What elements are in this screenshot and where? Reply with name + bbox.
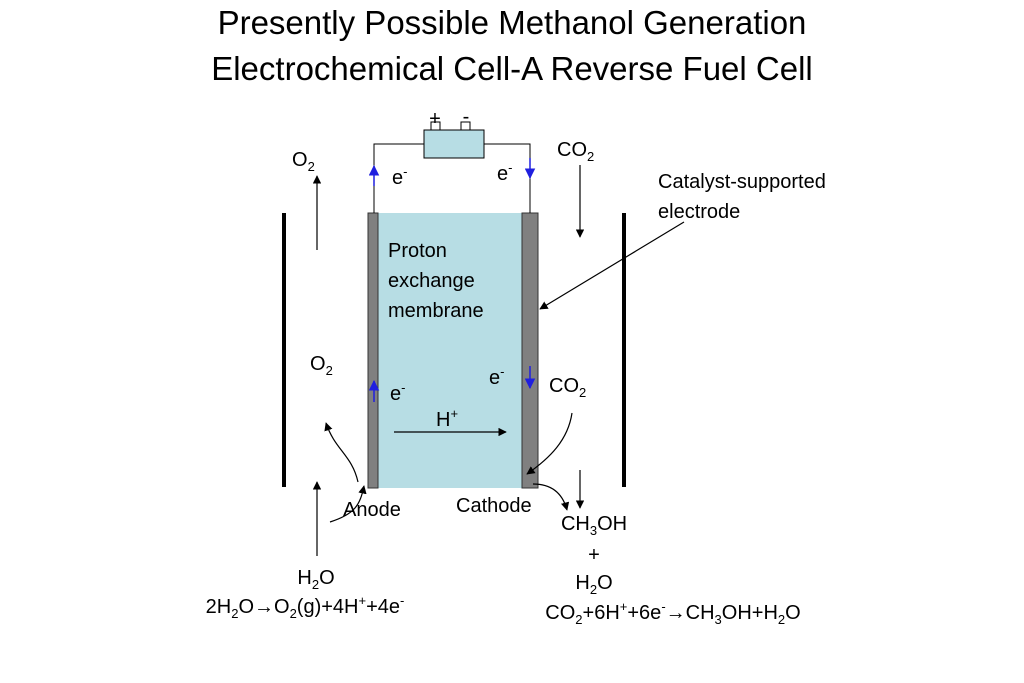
equation-segment: +6H [583,602,620,624]
electron-label-anode-mid: e- [390,380,405,405]
co2-top-label: CO2 [557,139,594,164]
anode-pointer-arrow [329,485,367,523]
co2-mid-curved-arrow [526,412,573,475]
ch3oh-label: CH3OH [561,513,627,538]
co2-mid-label: CO2 [549,375,586,400]
equation-segment: CO [545,602,575,624]
electron-label-anode-top: e- [392,164,407,189]
equation-segment: 2 [778,612,785,627]
cathode-label: Cathode [456,495,532,517]
electron-label-cathode-top: e- [497,160,512,185]
equation-segment: 3 [715,612,722,627]
catalyst-pointer-arrow [539,221,685,310]
o2-top-label: O2 [292,149,315,174]
anode-electrode [367,212,379,489]
catalyst-label-line-1: Catalyst-supported [658,171,826,193]
battery-minus-label: - [463,106,470,128]
battery-terminal-plus [430,121,441,131]
equation-segment: +4e [366,596,400,618]
anode-label: Anode [343,499,401,521]
left-wire [373,143,424,213]
equation-segment: 2H [206,596,232,618]
h2o-feed-label: H2O [297,567,334,592]
electron-label-cathode-mid: e- [489,364,504,389]
equation-segment: + [620,599,628,614]
equation-segment: O [785,602,801,624]
equation-segment: (g)+4H [297,596,359,618]
equation-segment: +6e [627,602,661,624]
battery-plus-label: + [429,108,441,130]
equation-segment: + [359,593,367,608]
proton-exchange-membrane [377,213,523,488]
cathode-pointer-arrow [532,483,570,511]
product-plus-sign: + [588,544,600,566]
equation-segment: OH+H [722,602,778,624]
proton-label: H+ [436,406,458,431]
equation-segment: - [661,599,665,614]
equation-segment: 2 [231,606,238,621]
title-line-2: Electrochemical Cell-A Reverse Fuel Cell [211,50,813,87]
equation-segment: 2 [290,606,297,621]
membrane-label-line-1: Proton [388,240,447,262]
catalyst-label-line-2: electrode [658,201,740,223]
equation-segment: O→O [238,596,289,618]
battery-terminal-minus [460,121,471,131]
o2-mid-curved-arrow [324,422,359,483]
equation-segment: - [400,593,404,608]
membrane-label-line-3: membrane [388,300,484,322]
cathode-electrode [521,212,539,489]
equation-segment: 2 [575,612,582,627]
cathode-reaction-equation: CO2+6H++6e-→CH3OH+H2O [545,599,800,627]
equation-segment: →CH [666,602,715,624]
membrane-label-line-2: exchange [388,270,475,292]
title-line-1: Presently Possible Methanol Generation [218,4,807,41]
battery [423,129,485,159]
right-wire [484,143,531,213]
anode-reaction-equation: 2H2O→O2(g)+4H++4e- [206,593,405,621]
h2o-product-label: H2O [575,572,612,597]
o2-mid-label: O2 [310,353,333,378]
